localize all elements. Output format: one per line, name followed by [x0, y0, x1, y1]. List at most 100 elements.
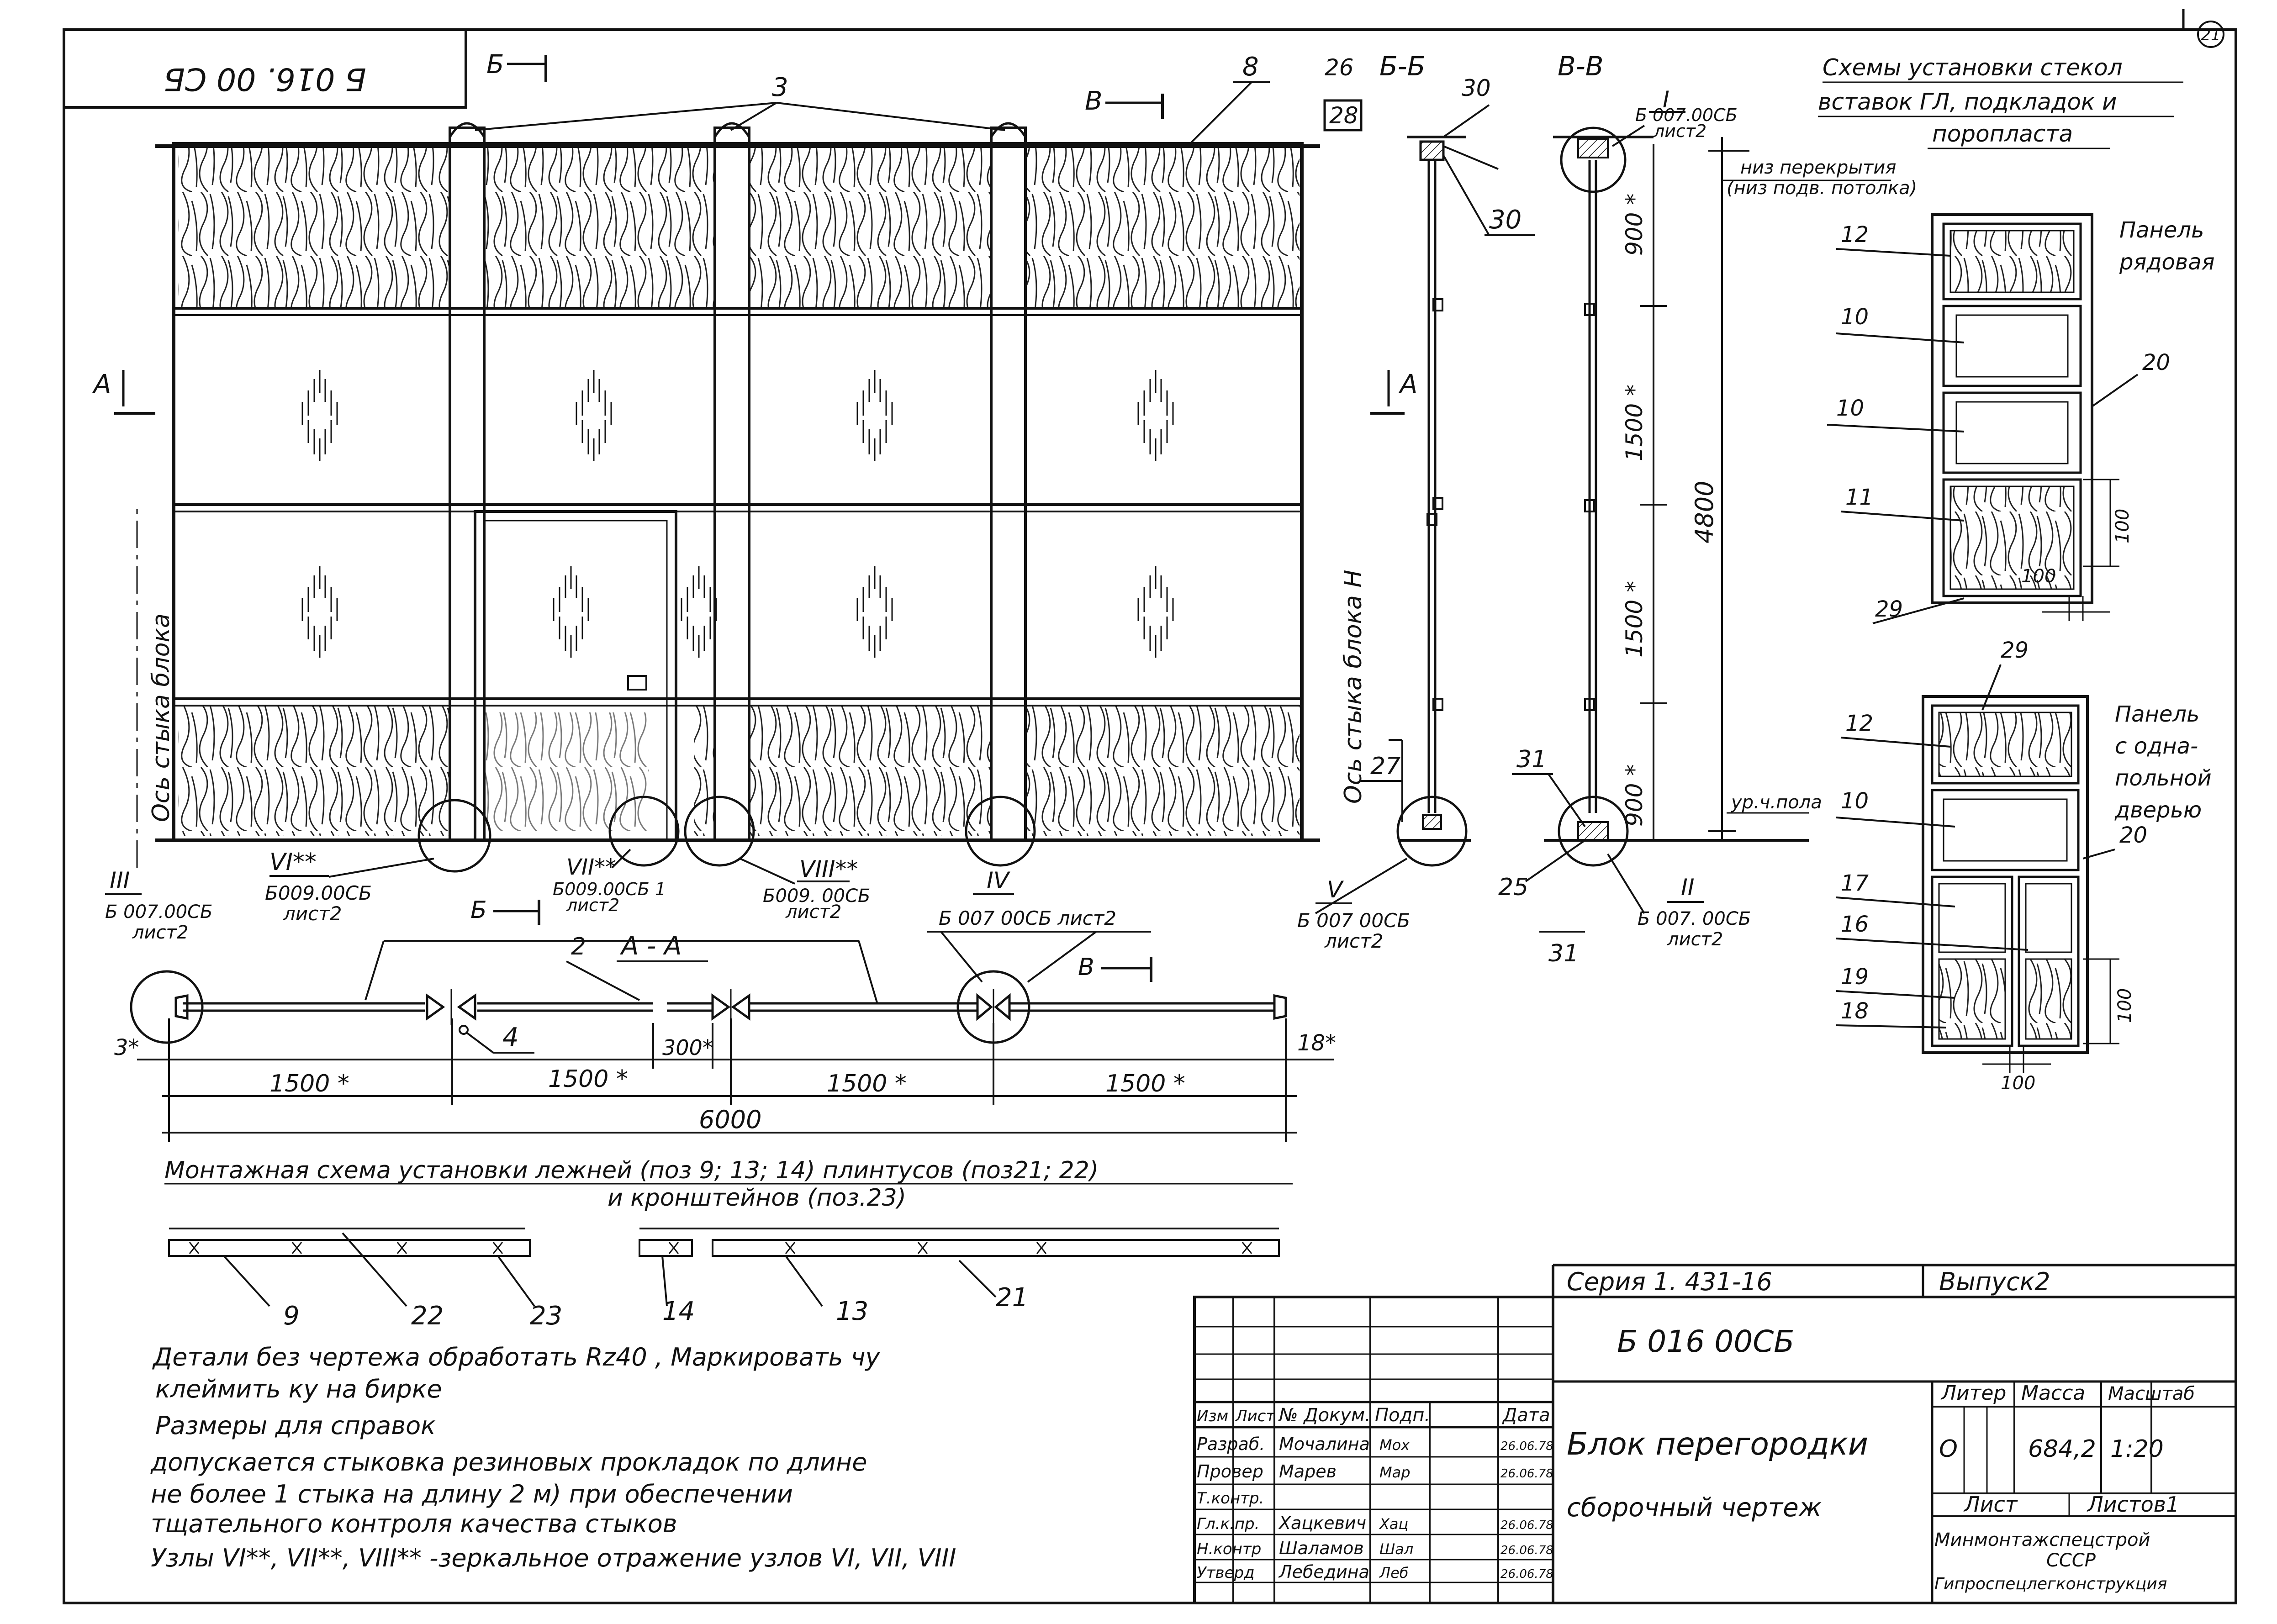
callout-31-bottom: 31: [1548, 940, 1579, 967]
section-bb-drawing: [1396, 136, 1471, 867]
node-V-num: V: [1327, 876, 1344, 903]
panel-callout-17: 17: [1841, 870, 1869, 896]
panel-callout-11: 11: [1845, 485, 1873, 510]
dim-3: 3*: [114, 1035, 139, 1060]
panel-callout-12: 12: [1841, 222, 1869, 248]
title-block: [1193, 1264, 2237, 1604]
node-IV-num: IV: [987, 867, 1011, 894]
section-marker-v-low: В: [1078, 954, 1094, 981]
panel-callout-10c: 10: [1841, 788, 1869, 814]
panel-callout-20: 20: [2142, 350, 2170, 375]
node-IV-ref: Б 007 00СБ лист2: [939, 907, 1116, 929]
node-VI-num: VI**: [269, 849, 317, 876]
tb-mass-header: Масса: [2021, 1381, 2085, 1405]
mounting-scheme: [168, 1228, 1280, 1257]
axis-label-right: Ось стыка блока Н: [1340, 570, 1367, 804]
mounting-callout-14: 14: [662, 1297, 695, 1326]
tb-scale: 1:20: [2110, 1435, 2164, 1463]
node-II-ref2: лист2: [1667, 929, 1723, 950]
callout-25: 25: [1498, 874, 1528, 901]
panel-door-dim-100-h: 100: [2001, 1073, 2035, 1094]
stamp-box: [63, 28, 467, 109]
tb-series: Серия 1. 431-16: [1567, 1267, 1772, 1296]
tb-sign-1: Мох: [1379, 1436, 1410, 1454]
panel-row-drawing: [1931, 213, 2093, 604]
tb-liter: О: [1939, 1435, 1958, 1463]
note-2: клеймить ку на бирке: [155, 1375, 442, 1403]
dim-4800: 4800: [1690, 481, 1719, 543]
mounting-callout-13: 13: [836, 1297, 868, 1326]
section-marker-b-top: Б: [486, 50, 504, 79]
panel-door-label-1: Панель: [2115, 701, 2199, 727]
panel-callout-29b: 29: [2001, 638, 2029, 663]
ceiling-note-1: низ перекрытия: [1740, 157, 1896, 178]
tb-mass: 684,2: [2028, 1435, 2096, 1463]
tb-role-4: Гл.к.пр.: [1197, 1515, 1259, 1533]
axis-label-left: Ось стыка блока: [148, 613, 175, 822]
tb-date-1: 26.06.78: [1500, 1439, 1553, 1453]
note-7: Узлы VI**, VII**, VIII** -зеркальное отр…: [151, 1544, 956, 1572]
panel-callout-10a: 10: [1841, 304, 1869, 330]
tb-col-izm: Изм: [1197, 1407, 1228, 1425]
tb-col-sign: Подп.: [1375, 1405, 1430, 1426]
section-title-vv: В-В: [1558, 51, 1604, 82]
tb-name-6: Лебедина: [1278, 1562, 1369, 1582]
note-1: Детали без чертежа обработать Rz40 , Мар…: [152, 1343, 880, 1371]
tb-sign-6: Леб: [1379, 1564, 1408, 1582]
node-I-num: I: [1663, 86, 1669, 113]
tb-sheets: Листов1: [2087, 1492, 2179, 1517]
tb-org-3: Гипроспецлегконструкция: [1934, 1575, 2167, 1593]
glass-title-3: поропласта: [1932, 121, 2073, 147]
tb-col-date: Дата: [1502, 1405, 1550, 1426]
node-VII-ref1: Б009.00СБ 1: [553, 879, 666, 899]
tb-sheet: Лист: [1963, 1492, 2018, 1517]
tb-name-5: Шаламов: [1279, 1538, 1364, 1558]
node-VIII-ref2: лист2: [785, 902, 841, 923]
node-VI-ref2: лист2: [283, 902, 342, 925]
glass-title-2: вставок ГЛ, подкладок и: [1818, 89, 2117, 115]
dim-1500-a: 1500 *: [269, 1070, 349, 1097]
dim-300: 300*: [662, 1035, 713, 1060]
mounting-callout-9: 9: [283, 1301, 300, 1331]
dim-1500-b: 1500 *: [548, 1065, 628, 1093]
tb-role-1: Разраб.: [1197, 1434, 1265, 1454]
dim-900-top: 900 *: [1621, 194, 1648, 256]
node-II-ref1: Б 007. 00СБ: [1638, 908, 1751, 929]
tb-role-5: Н.контр: [1197, 1540, 1261, 1558]
panel-row-dim-100-v: 100: [2112, 509, 2133, 543]
node-VIII-num: VIII**: [799, 856, 858, 882]
callout-31-top: 31: [1516, 746, 1547, 773]
callout-2: 2: [571, 933, 586, 960]
panel-callout-12b: 12: [1845, 711, 1873, 736]
dim-1500-d: 1500 *: [1105, 1070, 1185, 1097]
node-VII-ref2: лист2: [566, 895, 619, 915]
tb-date-5: 26.06.78: [1500, 1544, 1553, 1557]
page-number-badge: [2197, 21, 2224, 48]
ceiling-note-2: (низ подв. потолка): [1727, 178, 1917, 199]
section-marker-v-top: В: [1085, 86, 1102, 116]
dim-900-bottom: 900 *: [1621, 765, 1648, 827]
node-III-ref1: Б 007.00СБ: [105, 902, 213, 923]
stamp-code: Б 016. 00 СБ: [164, 61, 366, 97]
glass-title-1: Схемы установки стекол: [1823, 54, 2123, 81]
notes-block: Детали без чертежа обработать Rz40 , Мар…: [150, 1343, 956, 1572]
callout-30-mid: 30: [1489, 205, 1522, 235]
panel-door-label-3: польной: [2115, 765, 2212, 791]
node-V-ref2: лист2: [1324, 930, 1383, 952]
mounting-title-1: Монтажная схема установки лежней (поз 9;…: [164, 1157, 1099, 1184]
tb-issue: Выпуск2: [1939, 1267, 2050, 1296]
sheet-frame: [63, 28, 2237, 1604]
callout-3: 3: [772, 73, 788, 102]
tb-title-1: Блок перегородки: [1567, 1426, 1868, 1462]
panel-callout-19: 19: [1841, 964, 1869, 990]
panel-door-dim-100-v: 100: [2114, 988, 2135, 1023]
section-marker-a-right: А: [1399, 369, 1417, 399]
tb-col-list: Лист: [1235, 1407, 1275, 1425]
tb-role-2: Провер: [1197, 1461, 1263, 1482]
tb-title-2: сборочный чертеж: [1567, 1493, 1822, 1523]
callout-28: 28: [1329, 102, 1358, 129]
node-VII-num: VII**: [566, 854, 616, 880]
tb-designation: Б 016 00СБ: [1617, 1324, 1795, 1359]
tb-sign-2: Мар: [1379, 1464, 1411, 1481]
